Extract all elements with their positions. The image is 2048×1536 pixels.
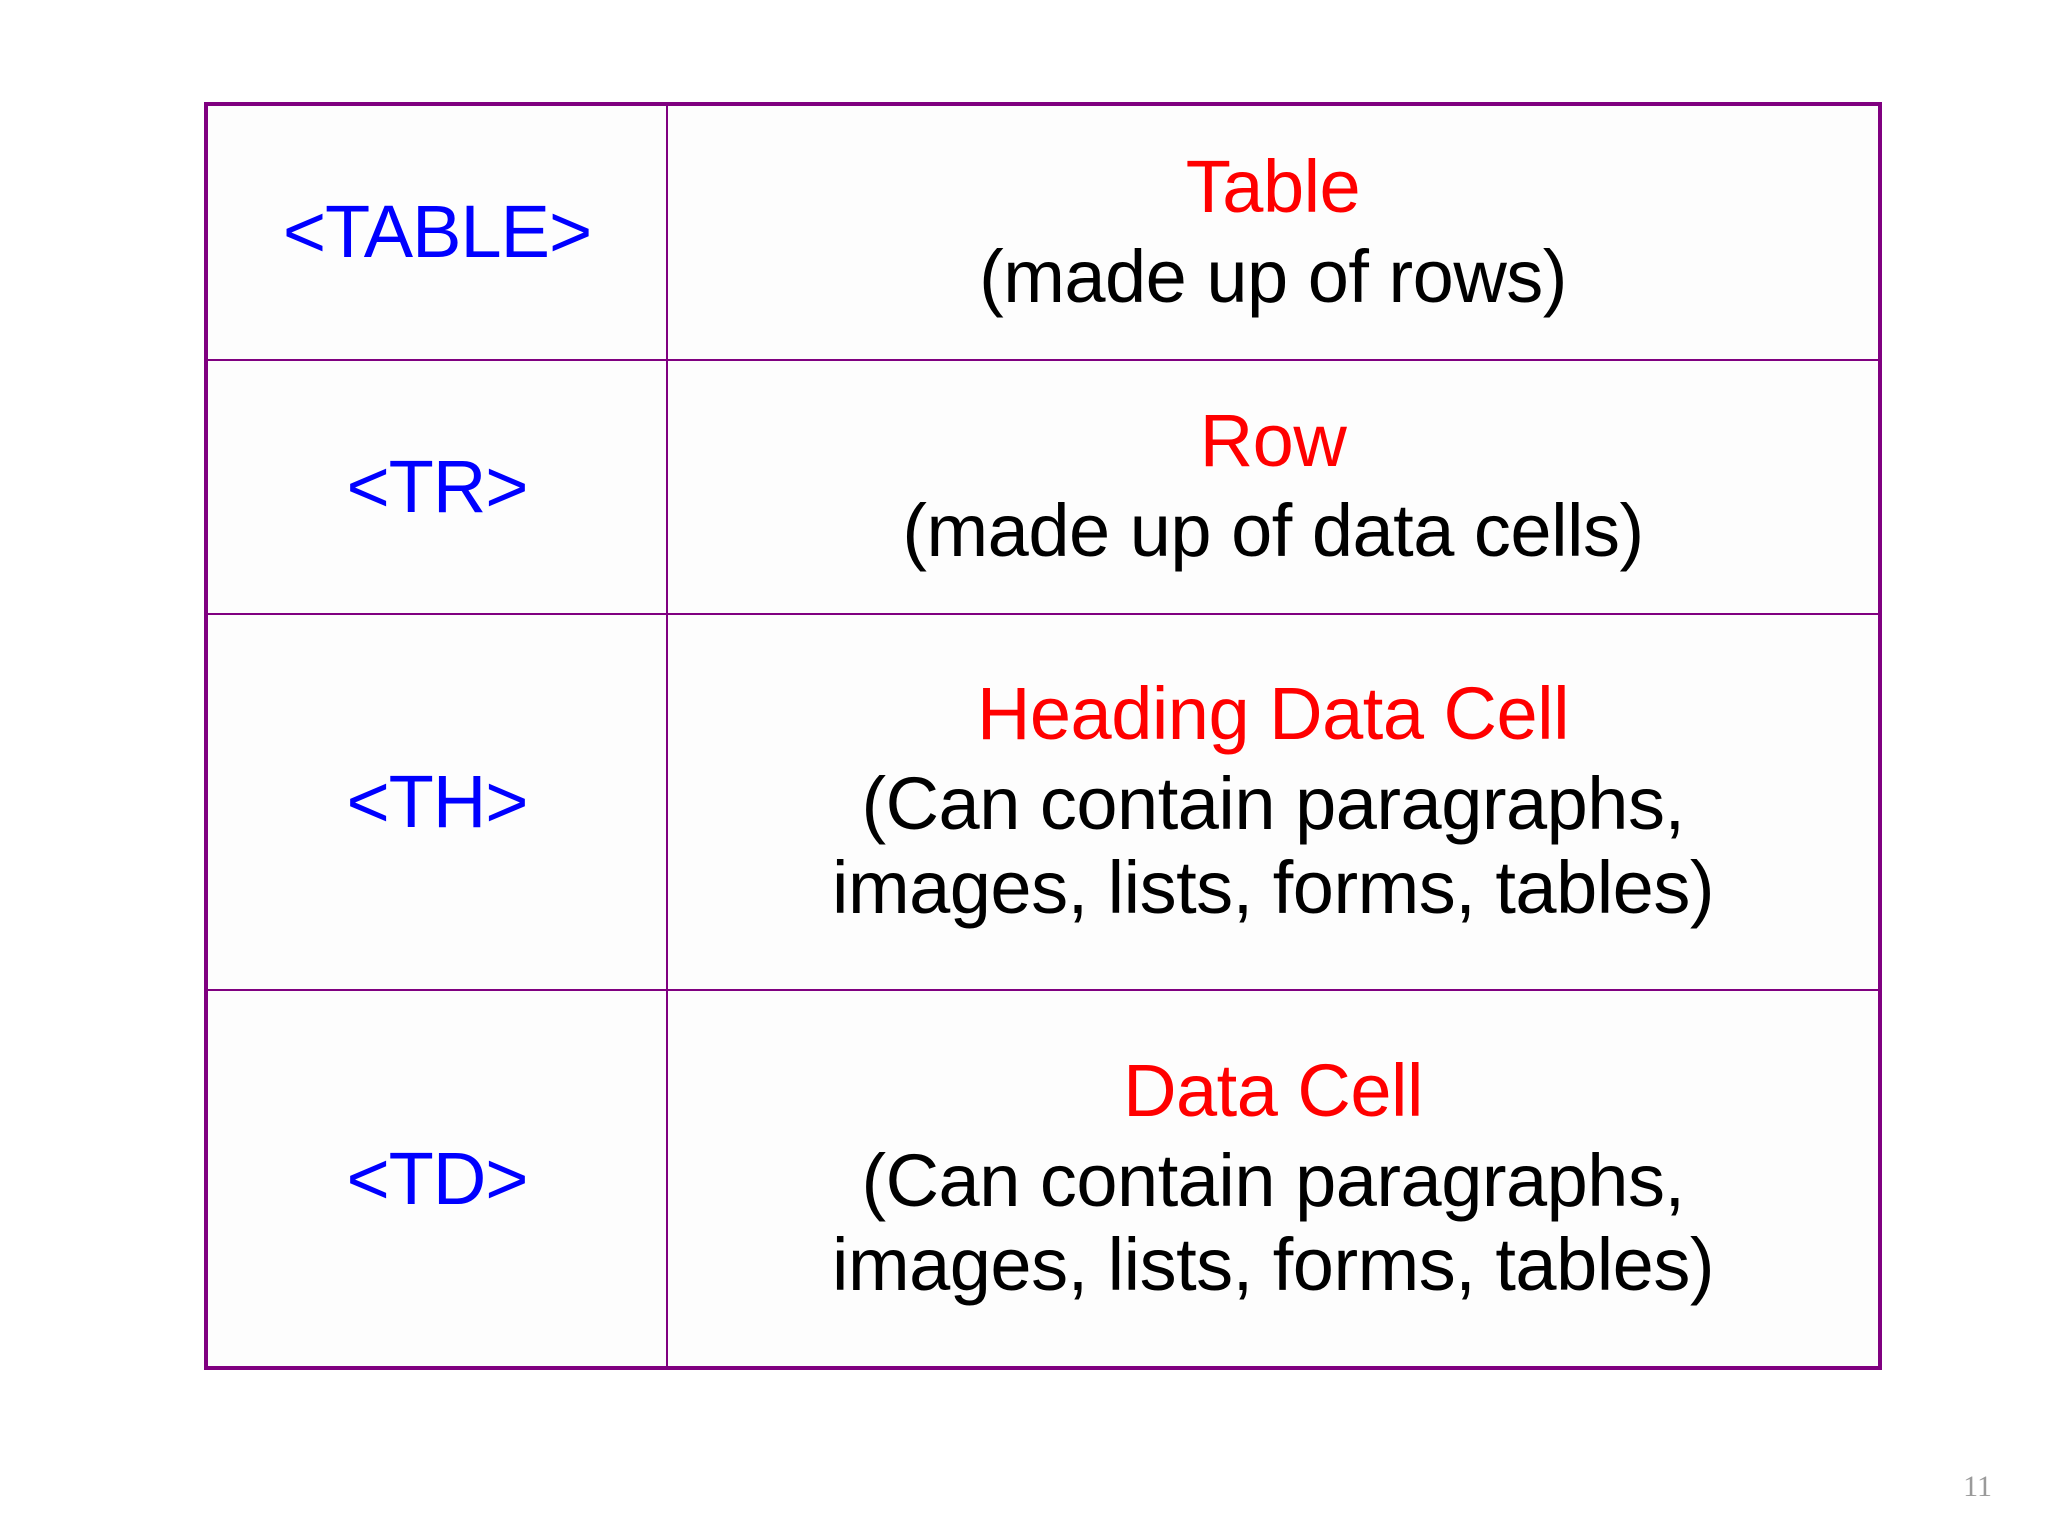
table-row: <TH> Heading Data Cell (Can contain para…: [205, 612, 1881, 992]
description-body: (Can contain paragraphs, images, lists, …: [668, 762, 1878, 931]
description-body-line: images, lists, forms, tables): [832, 1222, 1714, 1306]
tag-name-td: <TD>: [346, 1136, 528, 1220]
description-title: Row: [1199, 398, 1347, 482]
html-table-tags-reference-table: <TABLE> Table (made up of rows) <TR> Row…: [204, 102, 1882, 1370]
table-row: <TABLE> Table (made up of rows): [205, 103, 1881, 361]
page-number: 11: [1963, 1470, 1992, 1503]
description-body-line: (made up of data cells): [902, 488, 1644, 572]
tag-name-table: <TABLE>: [282, 190, 592, 274]
description-cell: Table (made up of rows): [666, 103, 1881, 361]
description-title: Table: [1185, 144, 1361, 228]
tag-name-tr: <TR>: [346, 444, 528, 528]
description-title: Data Cell: [1123, 1048, 1423, 1132]
description-body: (made up of data cells): [668, 489, 1878, 573]
description-body-line: (made up of rows): [979, 234, 1567, 318]
table-row: <TD> Data Cell (Can contain paragraphs, …: [205, 989, 1881, 1369]
description-body-line: (Can contain paragraphs,: [861, 1138, 1685, 1222]
tag-cell: <TR>: [205, 358, 668, 615]
description-title: Heading Data Cell: [976, 672, 1570, 756]
description-body: (made up of rows): [668, 235, 1878, 319]
description-cell: Heading Data Cell (Can contain paragraph…: [666, 612, 1881, 992]
description-cell: Data Cell (Can contain paragraphs, image…: [666, 989, 1881, 1369]
table-body: <TABLE> Table (made up of rows) <TR> Row…: [205, 103, 1881, 1369]
tag-cell: <TH>: [205, 612, 668, 992]
tag-cell: <TD>: [205, 989, 668, 1369]
table-row: <TR> Row (made up of data cells): [205, 358, 1881, 615]
description-cell: Row (made up of data cells): [666, 358, 1881, 615]
tag-cell: <TABLE>: [205, 103, 668, 361]
description-body-line: (Can contain paragraphs,: [861, 761, 1685, 845]
tag-name-th: <TH>: [346, 760, 528, 844]
description-body: (Can contain paragraphs, images, lists, …: [668, 1139, 1878, 1308]
description-body-line: images, lists, forms, tables): [832, 846, 1714, 930]
